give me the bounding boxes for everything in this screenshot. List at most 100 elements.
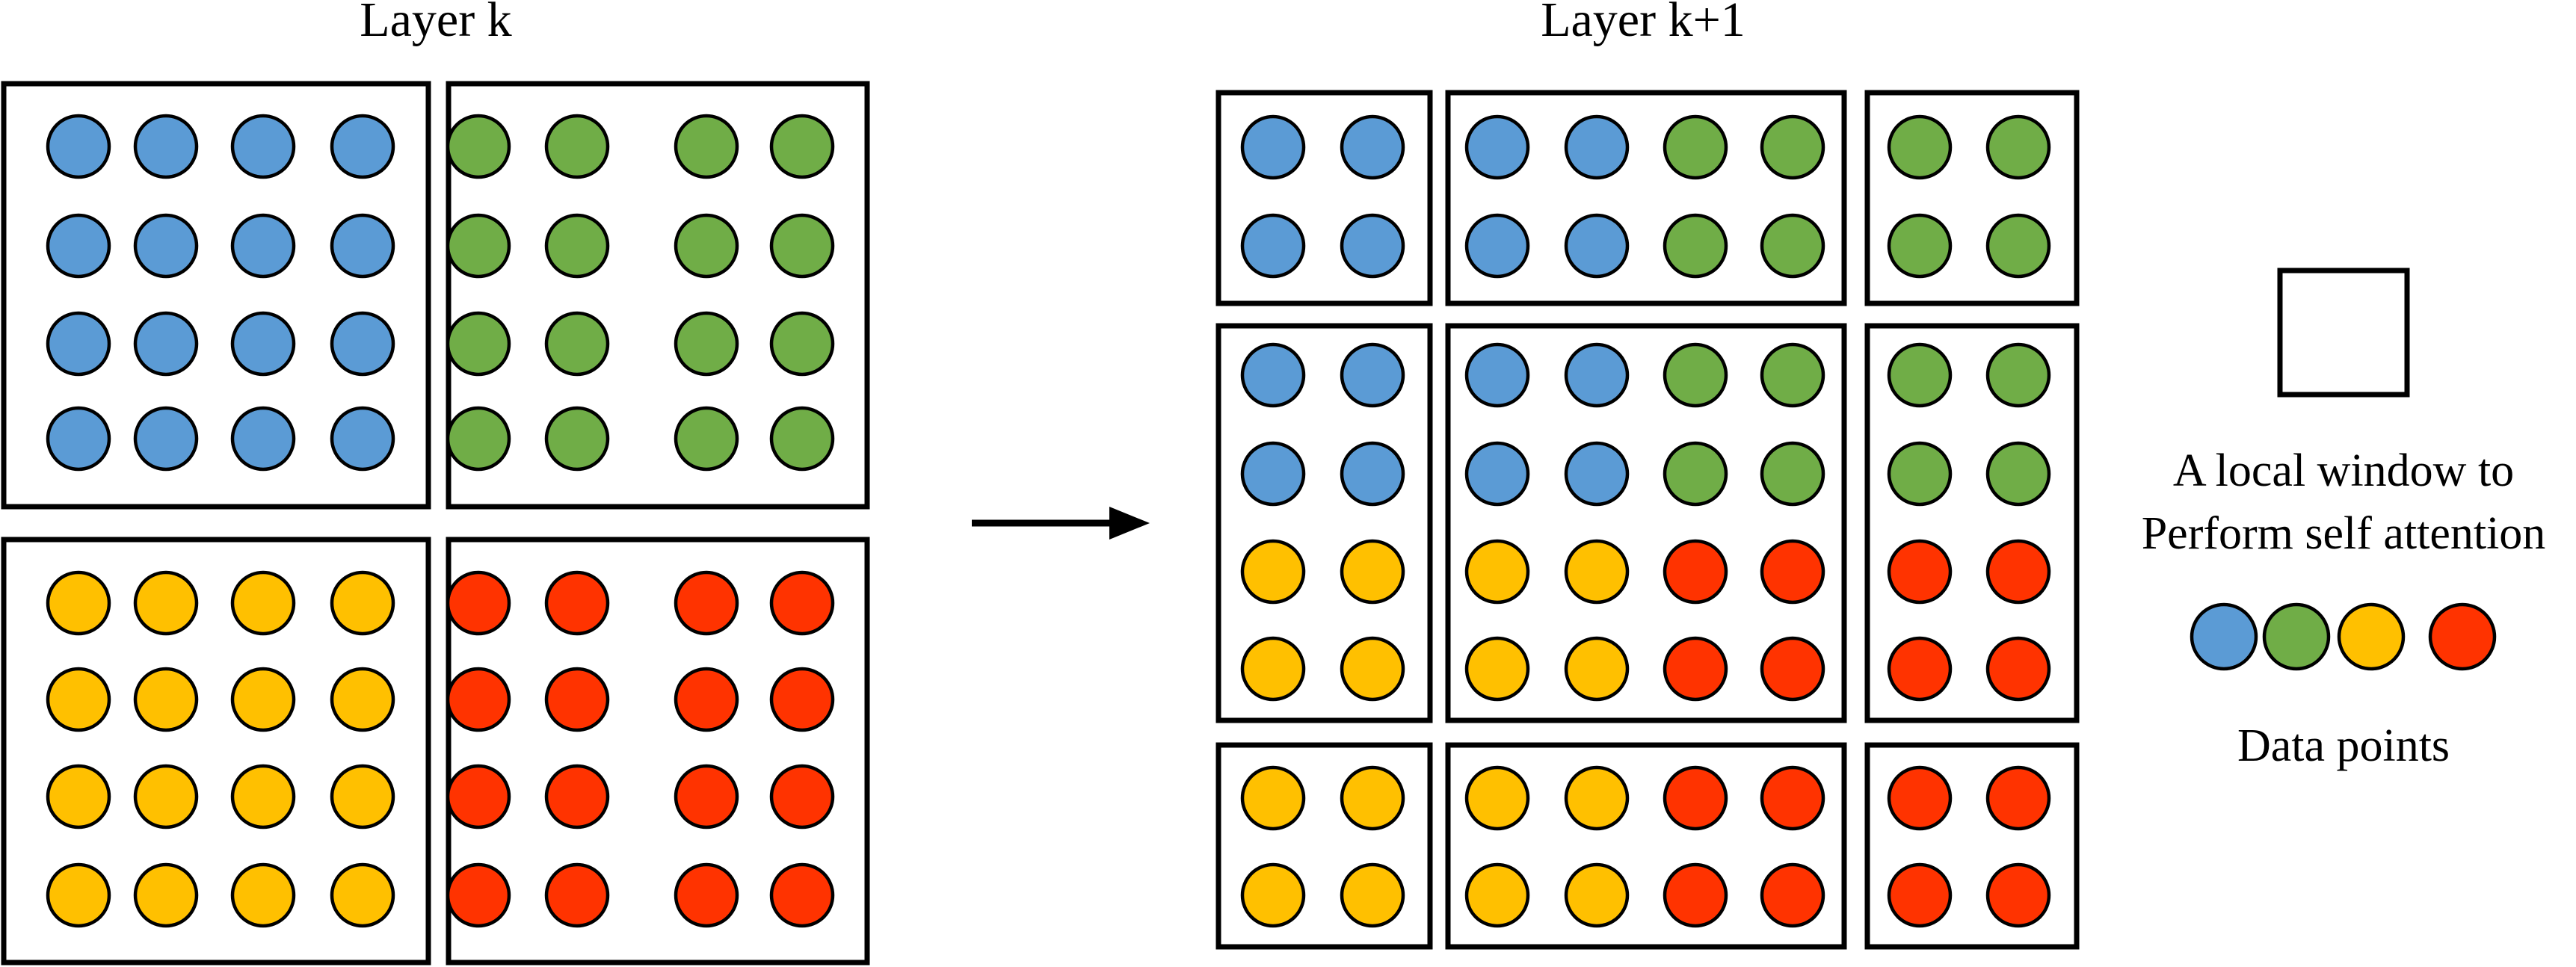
layer-k1-point-red: [1985, 862, 2051, 928]
layer-k1-point-blue: [1564, 114, 1630, 180]
layer-k-title: Layer k: [360, 0, 511, 47]
layer-k1-point-green: [1663, 114, 1728, 180]
layer-k1-title: Layer k+1: [1541, 0, 1745, 47]
layer-k1-point-yellow: [1564, 636, 1630, 702]
layer-k-point-yellow: [133, 764, 199, 829]
layer-k1-window-1: [1215, 90, 1433, 306]
layer-k1-window-2: [1445, 90, 1847, 306]
layer-k1-point-green: [1887, 342, 1953, 408]
layer-k1-point-blue: [1340, 441, 1405, 507]
layer-k-point-red: [446, 570, 511, 636]
layer-k-window-1: [1, 81, 431, 510]
layer-k-window-3: [1, 537, 431, 966]
layer-k1-point-blue: [1240, 114, 1306, 180]
layer-k-point-yellow: [330, 862, 395, 928]
layer-k-point-green: [446, 406, 511, 472]
layer-k-point-yellow: [330, 570, 395, 636]
layer-k1-point-blue: [1464, 114, 1530, 180]
layer-k-point-blue: [133, 213, 199, 279]
layer-k1-point-yellow: [1340, 636, 1405, 702]
layer-k-point-red: [544, 764, 610, 829]
layer-k-point-yellow: [46, 862, 111, 928]
layer-k-point-red: [769, 570, 835, 636]
layer-k1-point-red: [1663, 862, 1728, 928]
layer-k1-point-blue: [1240, 441, 1306, 507]
layer-k1-point-green: [1985, 342, 2051, 408]
layer-k-point-blue: [330, 311, 395, 377]
layer-k-point-red: [544, 667, 610, 732]
layer-k-point-yellow: [46, 764, 111, 829]
legend-points-caption: Data points: [2237, 720, 2450, 771]
layer-k1-window-6: [1864, 323, 2080, 723]
layer-k-point-yellow: [133, 570, 199, 636]
layer-k-point-yellow: [330, 764, 395, 829]
legend-point-blue: [2190, 602, 2258, 671]
layer-k1-point-blue: [1464, 342, 1530, 408]
layer-k-point-red: [446, 667, 511, 732]
layer-k1-point-yellow: [1240, 862, 1306, 928]
layer-k1-point-green: [1760, 213, 1825, 279]
legend-point-yellow: [2337, 602, 2406, 671]
layer-k1-point-green: [1663, 441, 1728, 507]
arrow-icon: [972, 507, 1150, 540]
layer-k1-point-red: [1760, 539, 1825, 605]
layer-k-window-2: [446, 81, 870, 510]
layer-k1-point-blue: [1340, 114, 1405, 180]
layer-k-point-blue: [330, 406, 395, 472]
layer-k1-point-blue: [1240, 342, 1306, 408]
layer-k-point-yellow: [46, 570, 111, 636]
layer-k-point-blue: [133, 406, 199, 472]
layer-k1-point-yellow: [1340, 539, 1405, 605]
layer-k1-point-yellow: [1464, 862, 1530, 928]
layer-k-point-green: [544, 213, 610, 279]
layer-k-point-blue: [133, 311, 199, 377]
layer-k-point-green: [769, 311, 835, 377]
layer-k1-point-red: [1985, 539, 2051, 605]
layer-k1-point-red: [1887, 539, 1953, 605]
layer-k1-point-red: [1663, 765, 1728, 831]
layer-k1-point-green: [1985, 213, 2051, 279]
layer-k1-point-blue: [1340, 342, 1405, 408]
layer-k-point-yellow: [230, 570, 296, 636]
layer-k-point-green: [544, 406, 610, 472]
layer-k1-point-blue: [1340, 213, 1405, 279]
layer-k-point-green: [446, 213, 511, 279]
layer-k-point-blue: [46, 406, 111, 472]
layer-k1-window-4: [1215, 323, 1433, 723]
layer-k-point-blue: [230, 213, 296, 279]
layer-k1-point-green: [1760, 342, 1825, 408]
layer-k-point-yellow: [230, 764, 296, 829]
layer-k1-point-green: [1760, 114, 1825, 180]
layer-k-point-red: [674, 862, 739, 928]
layer-k-point-yellow: [133, 862, 199, 928]
layer-k-point-red: [769, 667, 835, 732]
layer-k1-window-8: [1445, 742, 1847, 950]
layer-k-point-red: [674, 764, 739, 829]
layer-k-point-red: [544, 862, 610, 928]
layer-k-point-red: [446, 764, 511, 829]
layer-k-point-red: [769, 862, 835, 928]
layer-k1-point-yellow: [1464, 636, 1530, 702]
layer-k-point-green: [674, 213, 739, 279]
layer-k1-point-yellow: [1340, 862, 1405, 928]
layer-k1-point-red: [1887, 862, 1953, 928]
layer-k-point-green: [544, 114, 610, 179]
legend-data-points: [2190, 602, 2497, 671]
layer-k-point-blue: [46, 213, 111, 279]
legend-point-green: [2262, 602, 2331, 671]
layer-k-point-red: [769, 764, 835, 829]
layer-k1-point-red: [1985, 636, 2051, 702]
layer-k-point-red: [674, 667, 739, 732]
layer-k-point-green: [674, 311, 739, 377]
layer-k1-point-green: [1887, 114, 1953, 180]
layer-k1-point-yellow: [1464, 539, 1530, 605]
layer-k1-point-blue: [1564, 441, 1630, 507]
layer-k1-point-red: [1985, 765, 2051, 831]
layer-k-point-red: [674, 570, 739, 636]
layer-k-point-green: [769, 406, 835, 472]
layer-k1-point-blue: [1464, 213, 1530, 279]
legend-window-caption-line1: A local window to: [2173, 445, 2514, 496]
layer-k1-point-green: [1985, 441, 2051, 507]
layer-k1-point-yellow: [1464, 765, 1530, 831]
